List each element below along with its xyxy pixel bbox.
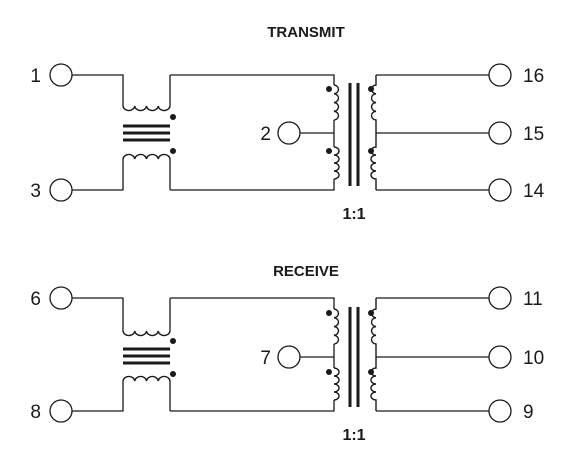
pin-16-label: 16 [523, 66, 544, 87]
pin-1-terminal [49, 63, 73, 87]
pin-6-terminal [49, 286, 73, 310]
receive-choke [122, 330, 176, 382]
receive-section: RECEIVE [30, 263, 544, 444]
receive-pins: 6 8 7 11 10 9 [30, 286, 544, 423]
transmit-wires [72, 74, 490, 191]
pin-10-label: 10 [523, 348, 544, 369]
pin-16-terminal [488, 63, 512, 87]
pin-8-label: 8 [30, 402, 41, 423]
receive-ratio-label: 1:1 [342, 427, 365, 444]
receive-transformer: 1:1 [326, 298, 377, 444]
pin-9-label: 9 [523, 402, 534, 423]
transmit-pins: 1 3 2 16 15 14 [30, 63, 545, 202]
pin-11-label: 11 [523, 289, 543, 310]
pin-9-terminal [488, 399, 512, 423]
transmit-title: TRANSMIT [267, 24, 345, 41]
pin-15-label: 15 [523, 124, 544, 145]
pin-2-terminal [277, 121, 301, 145]
transmit-choke [122, 105, 176, 160]
pin-6-label: 6 [30, 289, 41, 310]
transmit-transformer: 1:1 [326, 75, 377, 223]
receive-wires [72, 297, 490, 412]
transmit-ratio-label: 1:1 [342, 206, 365, 223]
pin-14-terminal [488, 178, 512, 202]
receive-title: RECEIVE [273, 263, 339, 280]
pin-11-terminal [488, 286, 512, 310]
pin-10-terminal [488, 345, 512, 369]
pin-14-label: 14 [523, 181, 545, 202]
pin-15-terminal [488, 121, 512, 145]
pin-7-label: 7 [260, 348, 271, 369]
transmit-section: TRANSMIT [30, 24, 544, 223]
pin-7-terminal [277, 345, 301, 369]
pin-2-label: 2 [260, 124, 271, 145]
pin-3-terminal [49, 178, 73, 202]
pin-8-terminal [49, 399, 73, 423]
pin-1-label: 1 [30, 66, 41, 87]
pin-3-label: 3 [30, 181, 41, 202]
